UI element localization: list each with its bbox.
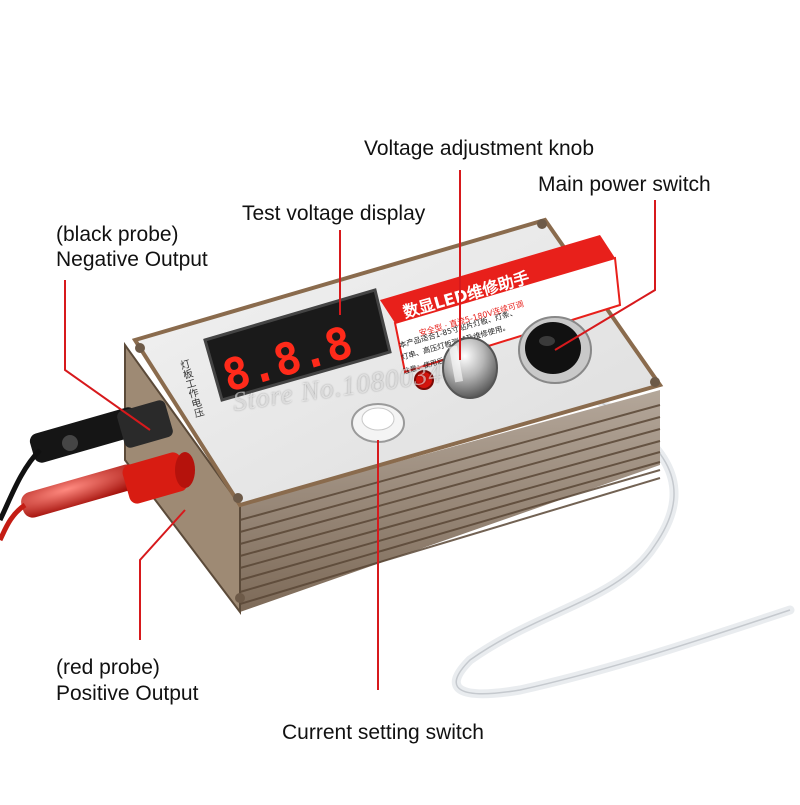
label-test-display: Test voltage display xyxy=(242,202,426,225)
indicator-led xyxy=(414,370,434,390)
label-negative-output: Negative Output xyxy=(56,248,208,271)
label-positive-output: Positive Output xyxy=(56,682,199,705)
label-voltage-knob: Voltage adjustment knob xyxy=(364,137,594,160)
annotation-lines xyxy=(64,170,656,690)
leader-black-probe xyxy=(64,280,151,431)
label-main-power: Main power switch xyxy=(538,173,711,196)
label-red-probe: (red probe) xyxy=(56,656,160,679)
red-probe-connector xyxy=(21,452,195,518)
label-current-switch: Current setting switch xyxy=(282,721,484,744)
black-probe-connector xyxy=(29,400,173,463)
voltage-display xyxy=(203,288,392,402)
leader-main-power xyxy=(554,200,656,351)
label-black-probe: (black probe) xyxy=(56,223,179,246)
panel-banner xyxy=(380,235,615,323)
leader-red-probe xyxy=(139,509,186,640)
